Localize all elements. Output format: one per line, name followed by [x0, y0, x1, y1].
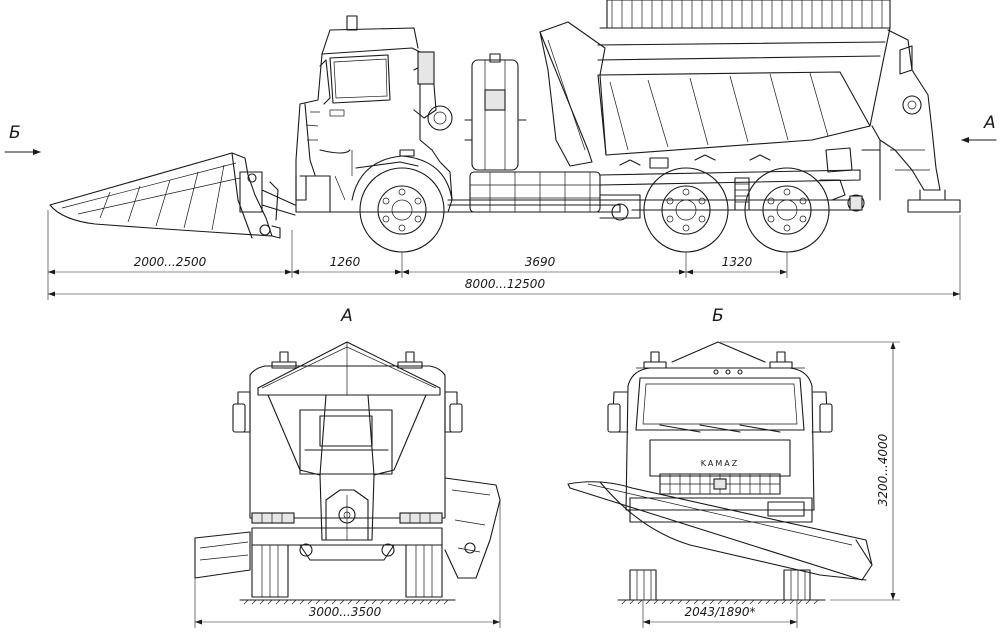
- dump-body: [539, 0, 891, 167]
- fuel-tanks: [469, 171, 601, 213]
- dim-plow-overhang: 2000...2500: [134, 255, 207, 269]
- front-view-title: Б: [712, 306, 724, 326]
- rear-view: А: [194, 306, 501, 628]
- dim-wheelbase: 3690: [525, 255, 556, 269]
- dim-track-width: 2043/1890*: [684, 605, 755, 619]
- rear-wheel-2: [744, 167, 830, 253]
- side-view: Б А: [4, 0, 997, 300]
- rear-spreader: [861, 29, 961, 213]
- view-arrow-left: Б: [4, 123, 41, 155]
- view-arrow-right-label: А: [983, 113, 996, 133]
- view-arrow-left-label: Б: [9, 123, 21, 143]
- front-plow-blade: [49, 152, 296, 239]
- truck-cab: [295, 15, 453, 213]
- dim-rear-tandem: 1320: [722, 255, 753, 269]
- front-wheel: [351, 155, 453, 253]
- dim-overall-height: 3200...4000: [876, 433, 890, 506]
- side-dimensions: 2000...2500 1260 3690 1320 8000...12500: [47, 210, 961, 300]
- brand-label: KAMAZ: [701, 459, 739, 468]
- rear-view-title: А: [340, 306, 353, 326]
- dim-front-to-axle: 1260: [330, 255, 361, 269]
- view-arrow-right: А: [961, 113, 997, 143]
- front-view: Б KAMAZ: [567, 306, 900, 628]
- dim-overall-length: 8000...12500: [465, 277, 546, 291]
- gas-cylinders: [464, 53, 527, 171]
- dim-rear-width: 3000...3500: [309, 605, 382, 619]
- subframe-details: [599, 147, 865, 212]
